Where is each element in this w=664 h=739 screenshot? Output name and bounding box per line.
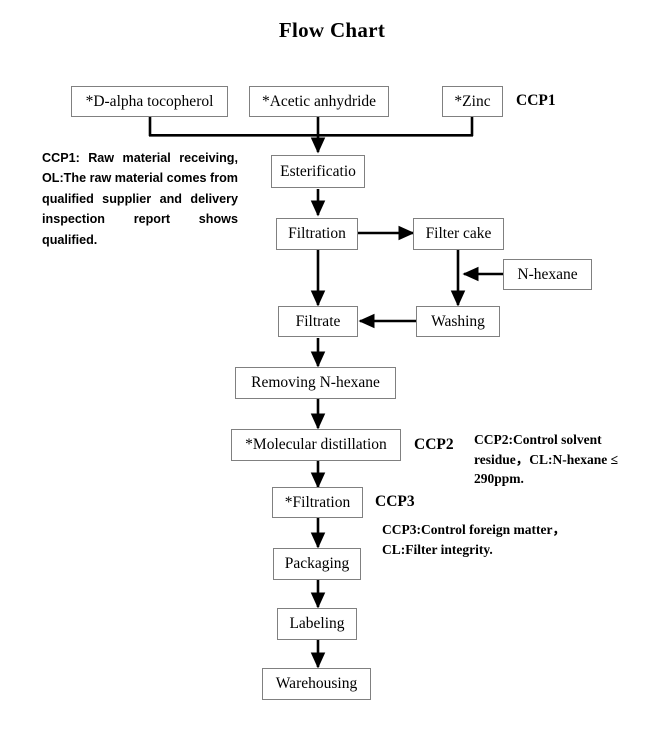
tag-ccp2: CCP2	[414, 436, 454, 453]
node-acetic-anhydride[interactable]: *Acetic anhydride	[249, 86, 389, 117]
node-filter-cake[interactable]: Filter cake	[413, 218, 504, 250]
node-filtrate[interactable]: Filtrate	[278, 306, 358, 337]
tag-ccp3: CCP3	[375, 493, 415, 510]
note-ccp1: CCP1: Raw material receiving, OL:The raw…	[42, 151, 238, 247]
node-washing[interactable]: Washing	[416, 306, 500, 337]
node-labeling[interactable]: Labeling	[277, 608, 357, 640]
node-warehousing[interactable]: Warehousing	[262, 668, 371, 700]
page-title: Flow Chart	[278, 18, 386, 42]
node-filtration-2[interactable]: *Filtration	[272, 487, 363, 518]
note-ccp3: CCP3:Control foreign matter，CL:Filter in…	[382, 522, 566, 557]
node-filtration-1[interactable]: Filtration	[276, 218, 358, 250]
node-packaging[interactable]: Packaging	[273, 548, 361, 580]
node-molecular-distillation[interactable]: *Molecular distillation	[231, 429, 401, 461]
node-removing-n-hexane[interactable]: Removing N-hexane	[235, 367, 396, 399]
node-d-alpha-tocopherol[interactable]: *D-alpha tocopherol	[71, 86, 228, 117]
node-n-hexane[interactable]: N-hexane	[503, 259, 592, 290]
node-zinc[interactable]: *Zinc	[442, 86, 503, 117]
node-esterification[interactable]: Esterificatio	[271, 155, 365, 188]
tag-ccp1: CCP1	[516, 92, 556, 109]
note-ccp2: CCP2:Control solvent residue，CL:N-hexane…	[474, 432, 619, 487]
